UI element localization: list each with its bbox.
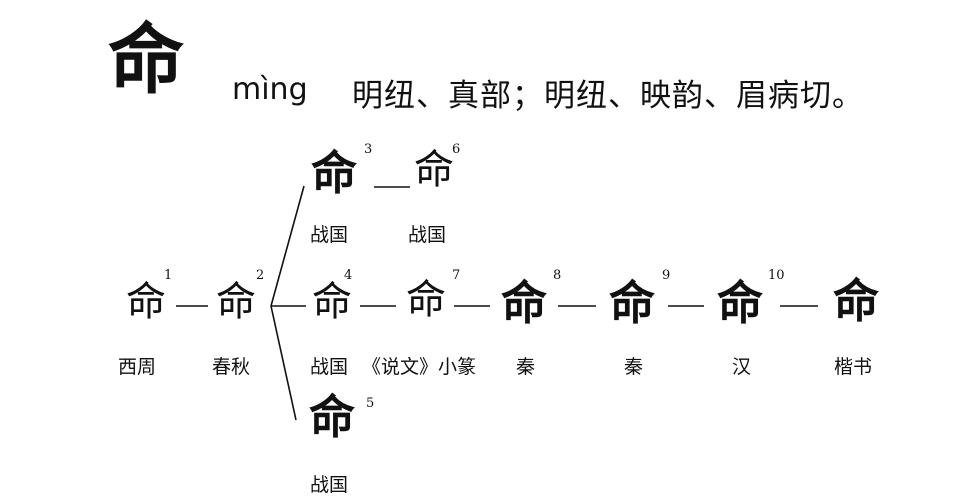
glyph-warring-states-6: 命 (414, 147, 454, 193)
label-warring-states-5: 战国 (310, 474, 349, 496)
pinyin: mìng (232, 72, 308, 107)
node-number: 8 (553, 268, 562, 283)
node-number: 6 (452, 142, 461, 157)
node-number: 10 (768, 268, 785, 283)
node-number: 2 (256, 268, 265, 283)
glyph-shuowen-seal: 命 (406, 277, 446, 323)
glyph-warring-states-5: 命 (309, 390, 355, 444)
label-warring-states-4: 战国 (310, 356, 349, 378)
node-number: 5 (366, 396, 375, 411)
glyph-warring-states-3: 命 (311, 146, 357, 200)
label-regular-script: 楷书 (834, 356, 873, 378)
label-warring-states-3: 战国 (310, 224, 349, 246)
glyph-warring-states-4: 命 (312, 279, 352, 325)
label-western-zhou: 西周 (118, 356, 157, 378)
node-number: 4 (344, 268, 353, 283)
glyph-western-zhou: 命 (126, 279, 166, 325)
label-spring-autumn: 春秋 (212, 356, 251, 378)
node-number: 9 (662, 268, 671, 283)
label-han: 汉 (732, 356, 752, 378)
glyph-spring-autumn: 命 (216, 279, 256, 325)
label-warring-states-6: 战国 (408, 224, 447, 246)
label-qin-9: 秦 (624, 356, 644, 378)
node-number: 1 (164, 268, 173, 283)
glyph-regular-script: 命 (833, 274, 879, 328)
node-number: 3 (364, 142, 373, 157)
glyph-qin-9: 命 (609, 276, 655, 330)
label-qin-8: 秦 (516, 356, 536, 378)
phonology-note: 明纽、真部；明纽、映韵、眉病切。 (352, 78, 864, 114)
headword-character: 命 (108, 15, 184, 104)
glyph-han: 命 (717, 276, 763, 330)
glyph-qin-8: 命 (501, 276, 547, 330)
node-number: 7 (452, 268, 461, 283)
label-shuowen-seal: 《说文》小篆 (362, 356, 477, 378)
